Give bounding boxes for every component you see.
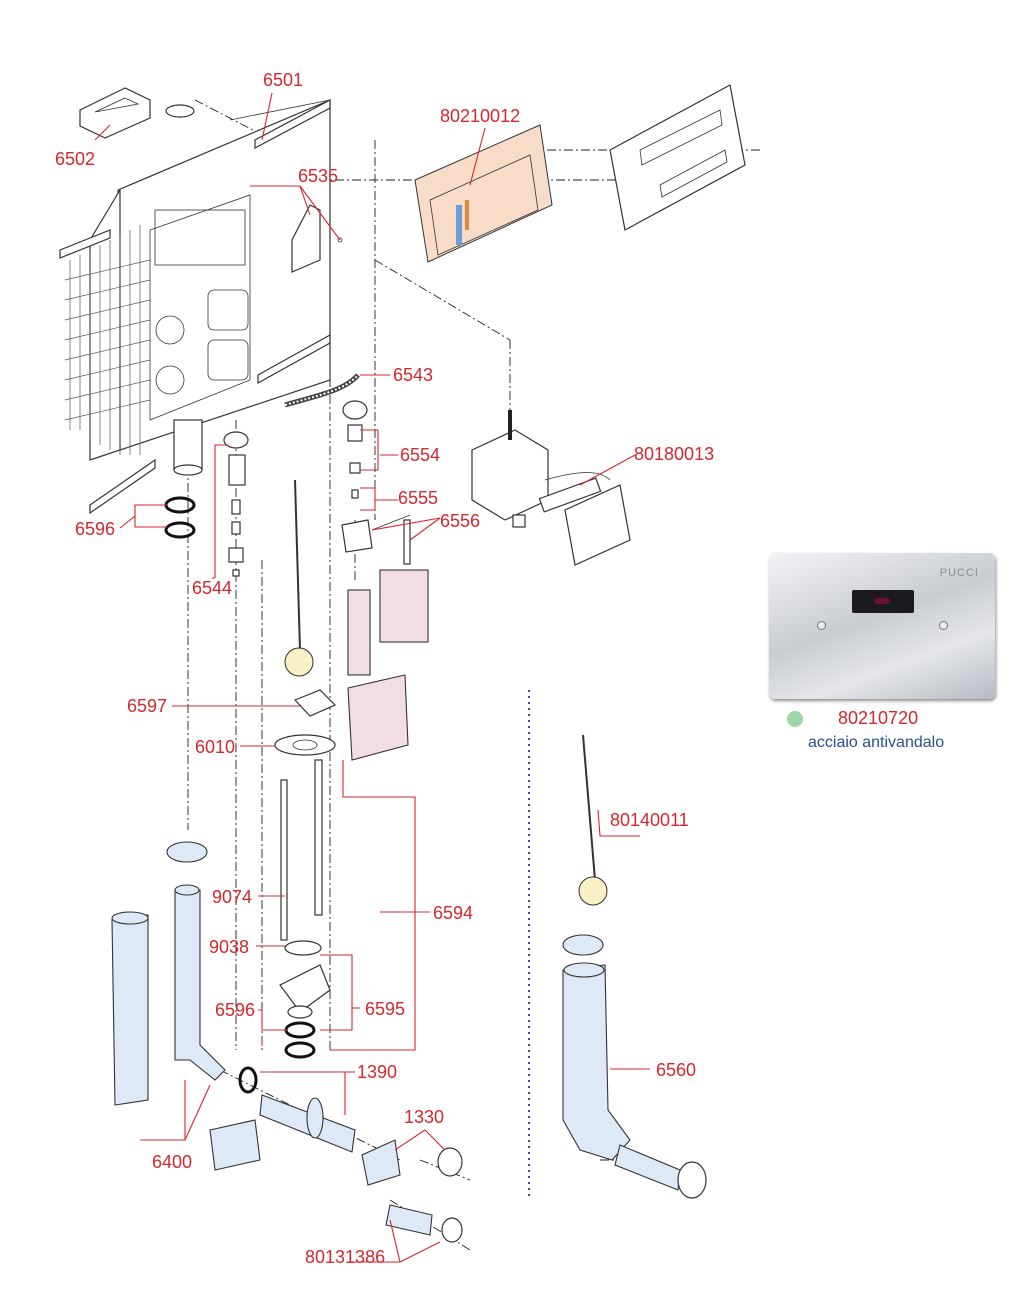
valve-stack-6544 bbox=[223, 431, 249, 577]
electronics-80180013 bbox=[471, 410, 631, 566]
label-1330: 1330 bbox=[404, 1107, 444, 1127]
label-80140011: 80140011 bbox=[610, 810, 689, 830]
label-1390: 1390 bbox=[357, 1062, 397, 1082]
frame-6501 bbox=[89, 99, 331, 476]
label-6554: 6554 bbox=[400, 445, 440, 465]
label-6010: 6010 bbox=[195, 737, 235, 757]
leader-lines bbox=[94, 92, 650, 1263]
label-6535: 6535 bbox=[298, 166, 338, 186]
float-rod bbox=[284, 479, 314, 677]
stainless-panel-image: PUCCI bbox=[769, 553, 995, 699]
right-assembly bbox=[562, 734, 707, 1199]
mounting-brackets bbox=[59, 99, 331, 515]
label-6555: 6555 bbox=[398, 488, 438, 508]
wall-frame bbox=[609, 84, 746, 231]
plate-80210012 bbox=[414, 124, 553, 263]
valve-stack-6554 bbox=[341, 400, 411, 565]
label-6596-bottom: 6596 bbox=[215, 1000, 255, 1020]
bottom-valve-6595 bbox=[279, 940, 331, 1019]
label-6502: 6502 bbox=[55, 149, 95, 169]
label-6544: 6544 bbox=[192, 578, 232, 598]
label-9074: 9074 bbox=[212, 887, 252, 907]
flange-6010 bbox=[274, 734, 336, 756]
label-6595: 6595 bbox=[365, 999, 405, 1019]
part-labels: 6501 6502 80210012 6535 6543 6554 801800… bbox=[55, 70, 714, 1267]
clip-6597 bbox=[293, 689, 337, 717]
label-6560: 6560 bbox=[656, 1060, 696, 1080]
pink-boxes bbox=[347, 569, 429, 761]
panel-brand-logo: PUCCI bbox=[939, 567, 979, 579]
label-6400: 6400 bbox=[152, 1152, 192, 1172]
variant-color-dot bbox=[787, 711, 803, 727]
orings-6596-top bbox=[164, 496, 196, 539]
label-6501: 6501 bbox=[263, 70, 303, 90]
variant-code: 80210720 bbox=[838, 708, 919, 728]
label-6597: 6597 bbox=[127, 696, 167, 716]
label-80210012: 80210012 bbox=[440, 106, 520, 126]
label-6596-top: 6596 bbox=[75, 519, 115, 539]
label-80131386: 80131386 bbox=[305, 1247, 385, 1267]
orings-6596-bottom bbox=[284, 1021, 316, 1059]
label-9038: 9038 bbox=[209, 937, 249, 957]
rods-9074 bbox=[280, 759, 323, 941]
screw-icon bbox=[817, 621, 826, 630]
label-80180013: 80180013 bbox=[634, 444, 714, 464]
label-6594: 6594 bbox=[433, 903, 473, 923]
screw-icon bbox=[939, 621, 948, 630]
frame-grid bbox=[64, 225, 151, 455]
bracket-6535 bbox=[291, 204, 343, 273]
label-6556: 6556 bbox=[440, 511, 480, 531]
blue-pipes-left bbox=[111, 841, 463, 1243]
label-6543: 6543 bbox=[393, 365, 433, 385]
clip-6502 bbox=[79, 87, 151, 139]
variant-description: acciaio antivandalo bbox=[808, 734, 945, 751]
top-ring bbox=[165, 104, 195, 118]
sensor-window-icon bbox=[852, 590, 914, 613]
